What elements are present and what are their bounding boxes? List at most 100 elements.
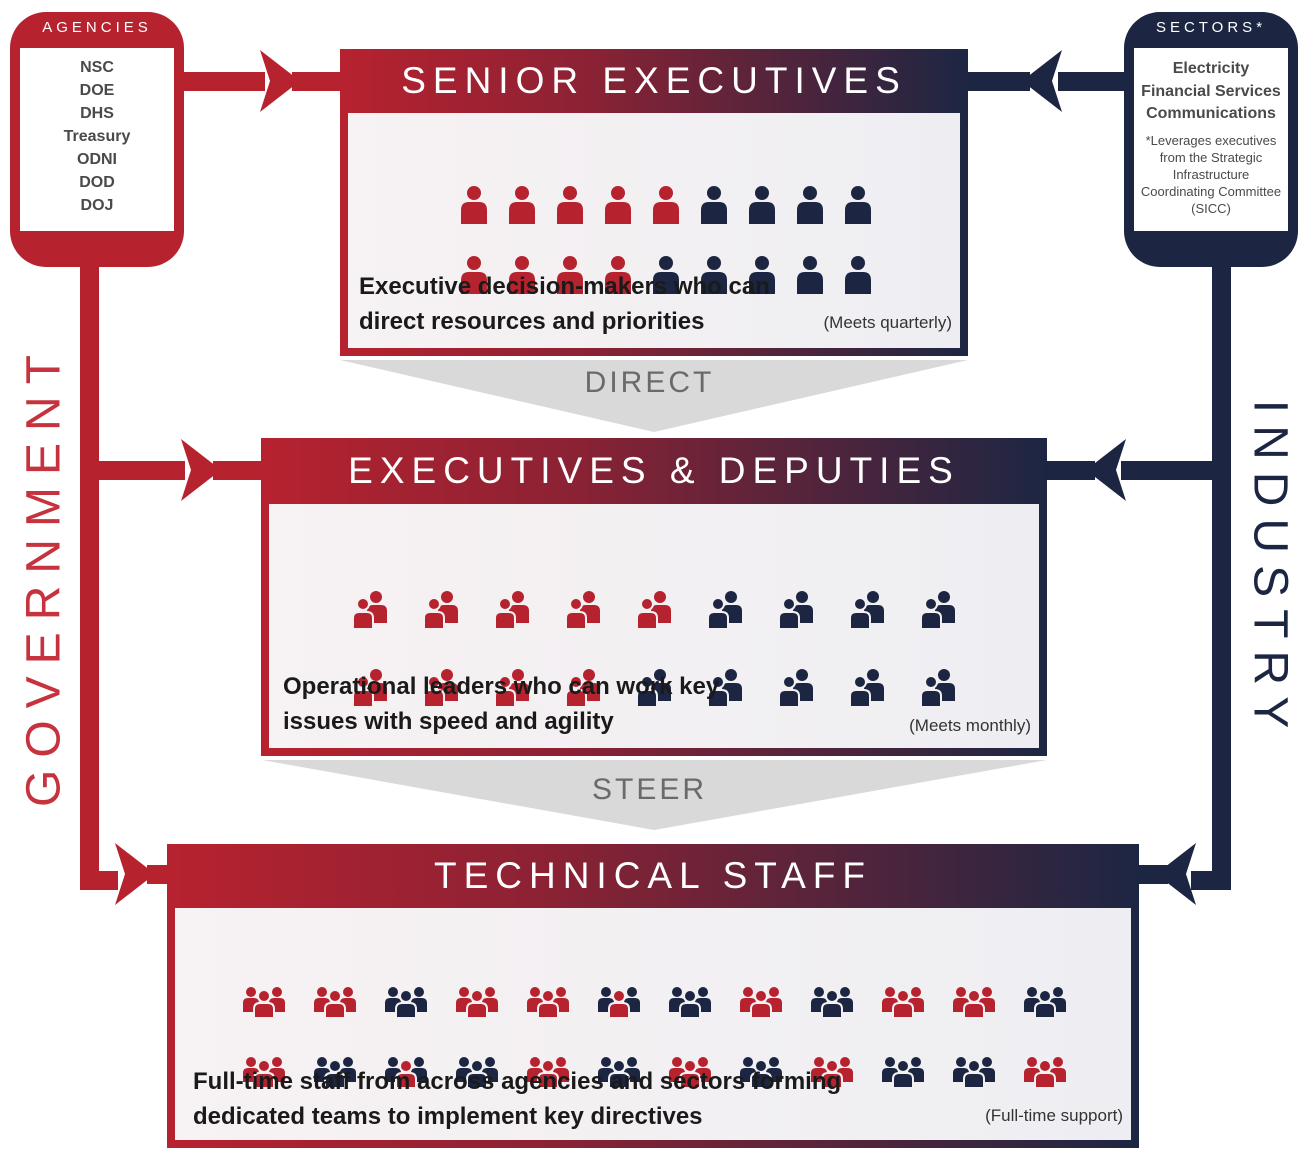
people-pair-icon-industry [845, 589, 889, 631]
sector-item: Electricity [1172, 60, 1250, 77]
team-icon-government [452, 984, 502, 1020]
person-icon-government [502, 186, 542, 226]
agencies-list: NSC DOE DHS Treasury ODNI DOD DOJ [20, 56, 174, 217]
agencies-header: AGENCIES [42, 19, 152, 36]
executives-deputies-tier: EXECUTIVES & DEPUTIES Operational leader… [261, 438, 1047, 756]
team-icon-industry [594, 1054, 644, 1090]
sectors-header: SECTORS* [1155, 19, 1267, 36]
team-icon-government [523, 1054, 573, 1090]
person-icon-government [550, 256, 590, 296]
gov-arrowhead-senior [260, 50, 300, 112]
person-icon-government [454, 186, 494, 226]
people-pair-icon-government [419, 667, 463, 709]
ind-arrow-shaft-exec [1121, 461, 1212, 480]
agencies-panel: AGENCIES NSC DOE DHS Treasury ODNI DOD D… [10, 12, 184, 267]
person-icon-government [598, 186, 638, 226]
steer-label: STEER [591, 773, 708, 806]
person-icon-industry [646, 256, 686, 296]
people-pair-icon-industry [774, 589, 818, 631]
agency-item: Treasury [63, 128, 131, 145]
sectors-list: Electricity Financial Services Communica… [1134, 58, 1288, 126]
agency-item: ODNI [77, 151, 117, 168]
person-icon-government [502, 256, 542, 296]
tier-title: SENIOR EXECUTIVES [401, 60, 907, 101]
tier-description: Executive decision-makers who can direct… [359, 273, 770, 335]
people-pair-icon-government [348, 667, 392, 709]
sectors-panel: SECTORS* Electricity Financial Services … [1124, 12, 1298, 267]
ind-arrow-tail-tech [1138, 865, 1168, 884]
technical-staff-tier: TECHNICAL STAFF Full-time staff from acr… [167, 844, 1139, 1148]
team-icon-industry [736, 1054, 786, 1090]
direct-label: DIRECT [584, 366, 715, 399]
team-icon-government [878, 984, 928, 1020]
government-side-label: GOVERNMENT [17, 342, 71, 808]
team-icon-government [665, 1054, 715, 1090]
tier-description: Full-time staff from across agencies and… [193, 1068, 842, 1130]
team-icon-industry [878, 1054, 928, 1090]
team-icon-industry [807, 984, 857, 1020]
industry-trunk [1212, 262, 1231, 890]
person-icon-industry [694, 186, 734, 226]
tier-description: Operational leaders who can work key iss… [283, 673, 720, 735]
ind-arrowhead-tech [1156, 843, 1196, 905]
agency-item: DHS [80, 105, 114, 122]
sector-item: Financial Services [1141, 82, 1281, 100]
ind-arrowhead-senior [1022, 50, 1062, 112]
direct-chevron [340, 360, 968, 432]
people-pair-icon-government [490, 667, 534, 709]
agency-item: DOD [79, 174, 115, 191]
team-icon-government [736, 984, 786, 1020]
ind-arrow-tail-exec [1047, 461, 1095, 480]
ind-arrow-shaft-senior [1058, 72, 1124, 91]
team-icon-industry [452, 1054, 502, 1090]
team-icon-government [239, 1054, 289, 1090]
person-icon-government [646, 186, 686, 226]
agency-item: DOE [79, 82, 115, 99]
agencies-list-box: NSC DOE DHS Treasury ODNI DOD DOJ [20, 48, 174, 231]
team-icon-government [807, 1054, 857, 1090]
agency-item: DOJ [80, 197, 114, 214]
industry-side-label: INDUSTRY [1243, 399, 1297, 741]
gov-arrowhead-tech [115, 843, 155, 905]
ind-arrow-tail-senior [968, 72, 1030, 91]
people-pair-icon-industry [916, 589, 960, 631]
gov-arrow-tail-senior [292, 72, 340, 91]
team-icon-industry [1020, 984, 1070, 1020]
ind-arrow-shaft-tech [1191, 871, 1231, 890]
team-icon-mixed [594, 984, 644, 1020]
tier-title: TECHNICAL STAFF [433, 855, 873, 896]
people-pair-icon-government [490, 589, 534, 631]
sectors-footnote: *Leverages executives from the Strategic… [1140, 132, 1282, 216]
tier-frequency: (Meets monthly) [909, 716, 1031, 735]
team-icon-industry [949, 1054, 999, 1090]
people-pair-icon-government [632, 589, 676, 631]
gov-arrow-shaft-senior [184, 72, 265, 91]
tier-panel: Operational leaders who can work key iss… [269, 504, 1039, 748]
tier-frequency: (Full-time support) [985, 1106, 1123, 1125]
tier-title: EXECUTIVES & DEPUTIES [348, 450, 960, 491]
senior-executives-tier: SENIOR EXECUTIVES Executive decision-mak… [340, 49, 968, 356]
people-pair-icon-industry [703, 589, 747, 631]
gov-arrow-shaft-exec [99, 461, 185, 480]
agency-item: NSC [80, 59, 114, 76]
team-icon-mixed [381, 1054, 431, 1090]
people-pair-icon-industry [703, 667, 747, 709]
tier-frequency: (Meets quarterly) [823, 313, 952, 332]
person-icon-industry [790, 256, 830, 296]
person-icon-government [454, 256, 494, 296]
people-pair-icon-government [561, 667, 605, 709]
team-icon-industry [381, 984, 431, 1020]
tier-panel: Executive decision-makers who can direct… [348, 113, 960, 348]
team-icon-government [310, 984, 360, 1020]
team-icon-government [949, 984, 999, 1020]
person-icon-industry [838, 256, 878, 296]
person-icon-industry [790, 186, 830, 226]
person-icon-government [598, 256, 638, 296]
team-icon-government [239, 984, 289, 1020]
people-pair-icon-government [348, 589, 392, 631]
gov-arrow-tail-tech [147, 865, 169, 884]
team-icon-government [1020, 1054, 1070, 1090]
people-pair-icon-government [561, 589, 605, 631]
government-trunk [80, 262, 99, 890]
